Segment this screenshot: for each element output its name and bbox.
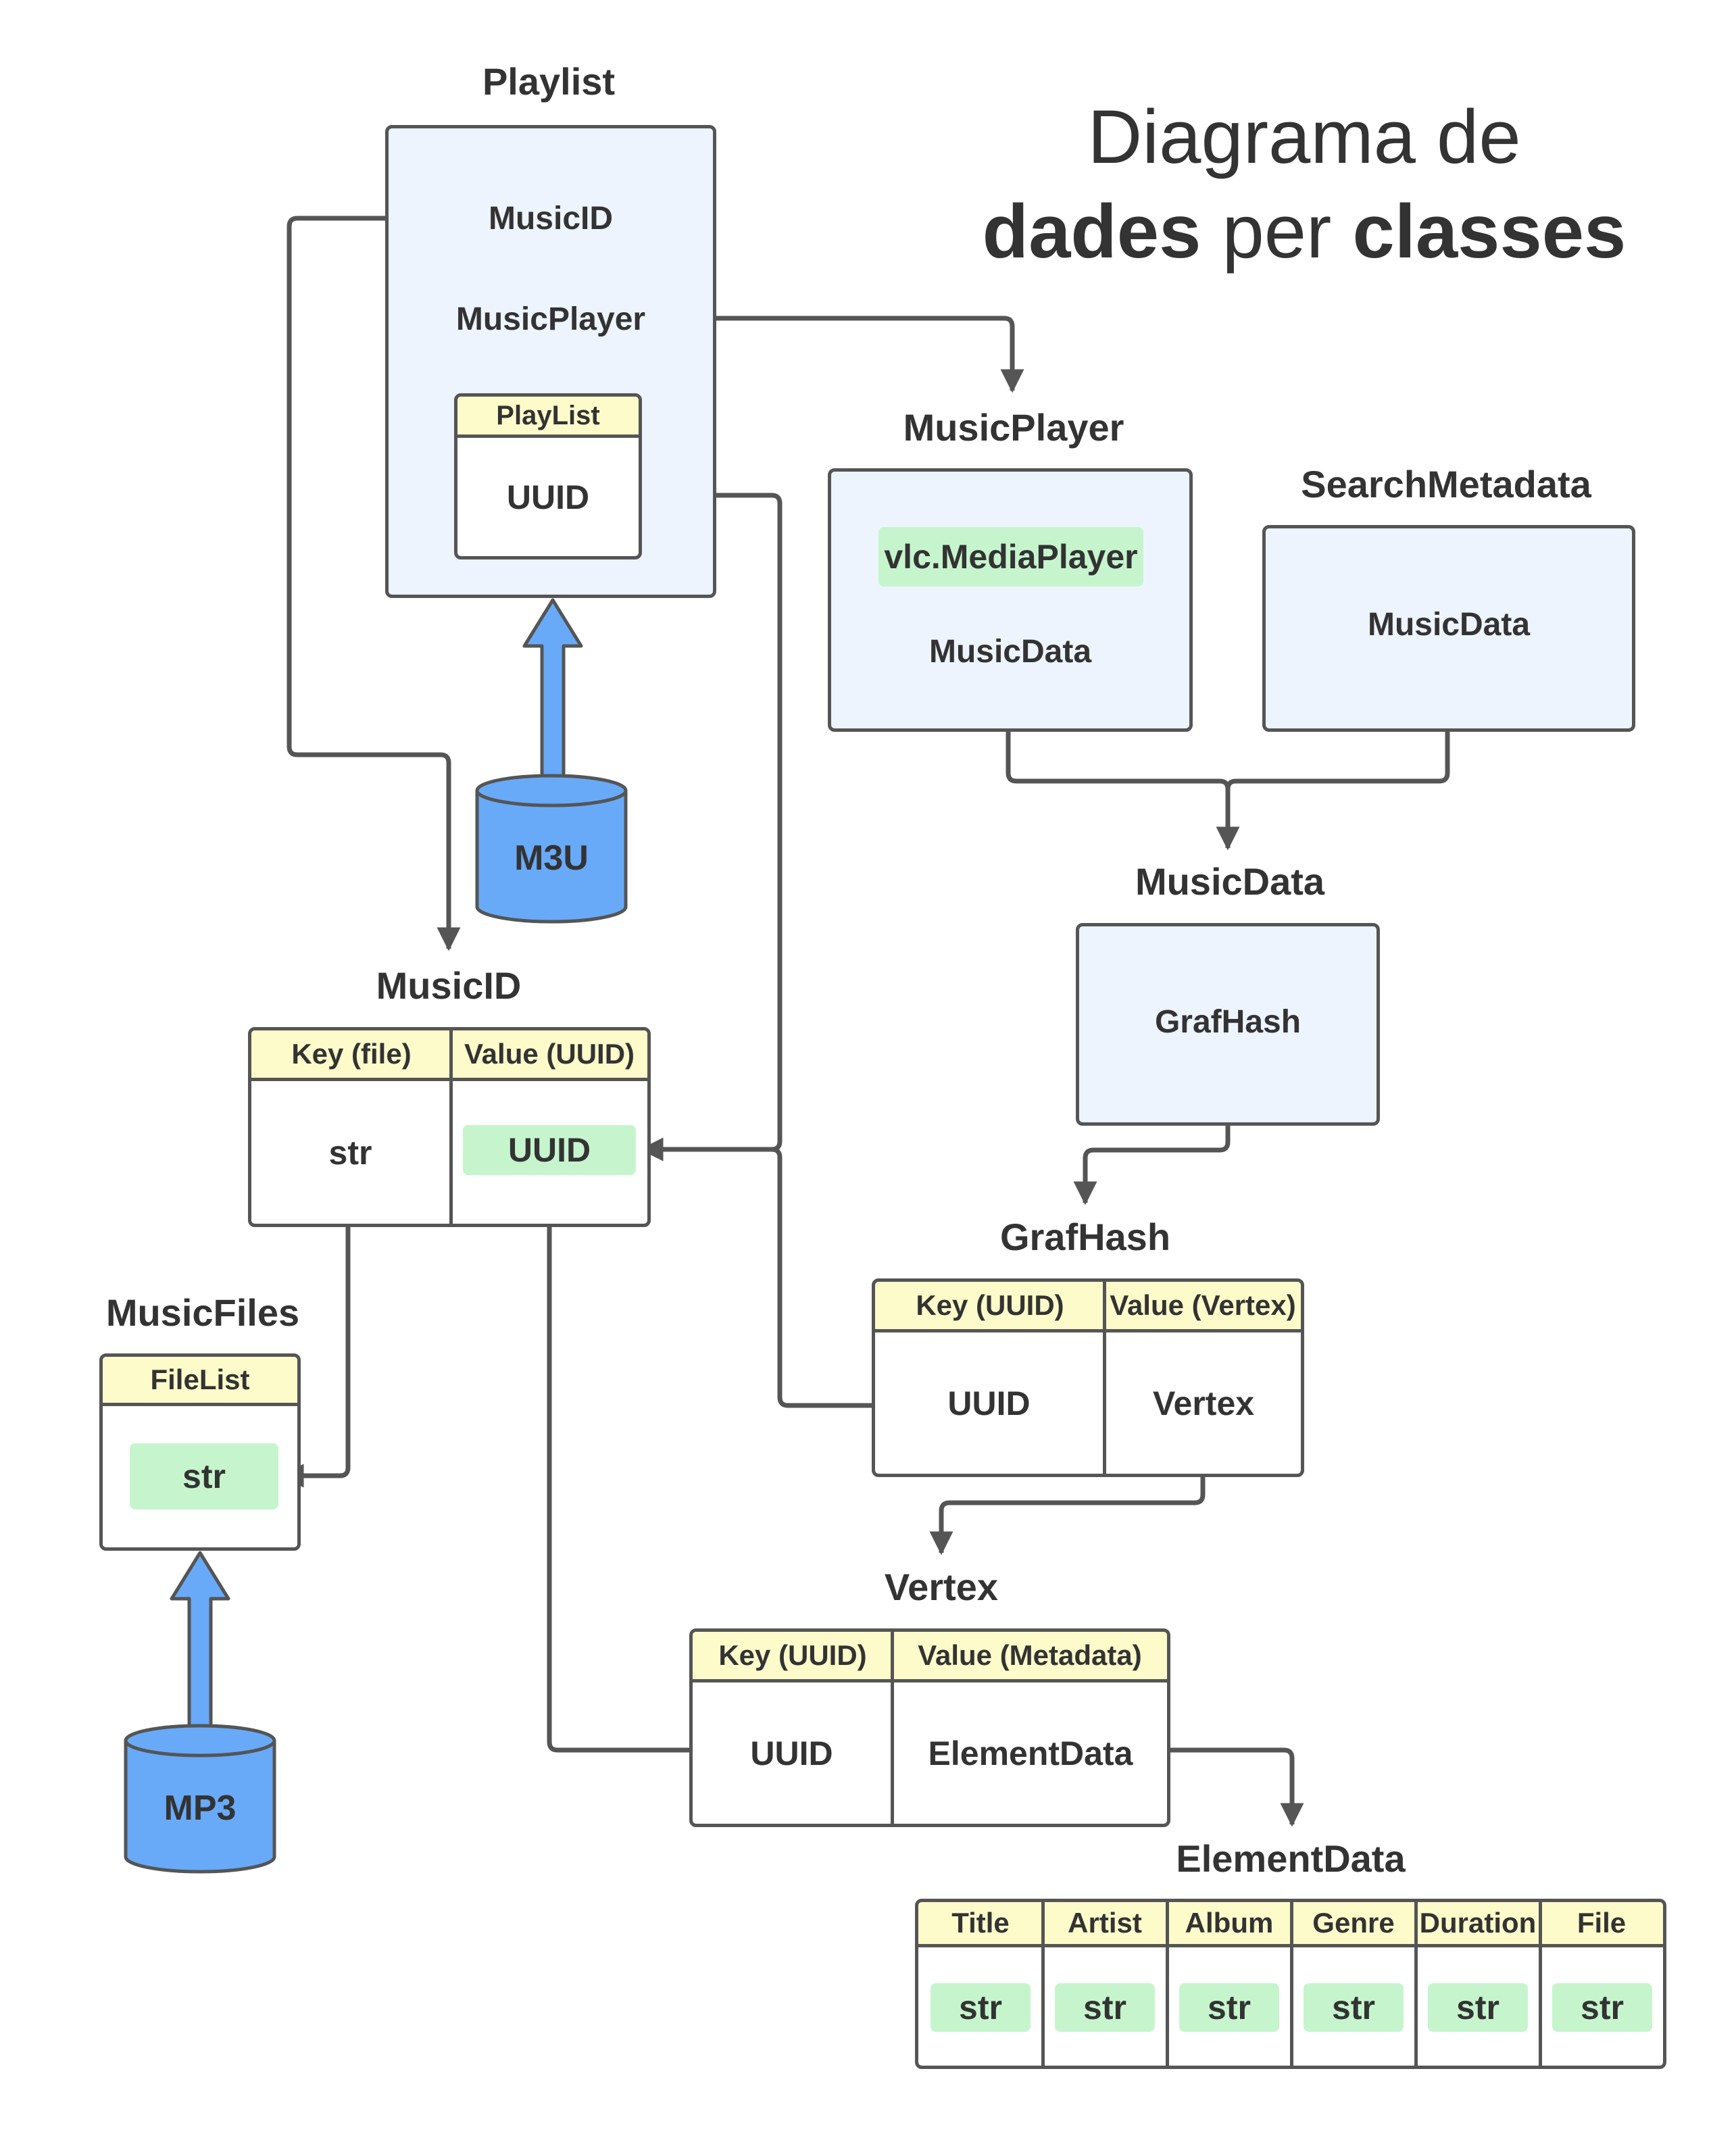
playlist-caption: Playlist	[482, 60, 616, 103]
musicplayer-field-musicdata: MusicData	[928, 634, 1092, 670]
edge-playlist-musicid	[287, 216, 461, 951]
edge-musicid-musicfiles	[280, 1178, 351, 1488]
playlist-field-musicid: MusicID	[488, 201, 614, 236]
vertex-table: Key (UUID) Value (Metadata) UUID Element…	[689, 1628, 1170, 1827]
musicid-key-header: Key (file)	[291, 1038, 412, 1070]
elementdata-genre-type: str	[1304, 1983, 1404, 2032]
elementdata-duration-type: str	[1428, 1983, 1528, 2032]
elementdata-header-genre: Genre	[1312, 1907, 1395, 1939]
grafhash-value-header: Value (Vertex)	[1110, 1289, 1296, 1321]
grafhash-value-cell: Vertex	[1152, 1384, 1255, 1422]
title-bold-dades: dades	[982, 189, 1201, 274]
vertex-key-header: Key (UUID)	[718, 1639, 867, 1671]
title-bold-classes: classes	[1352, 189, 1627, 274]
mp3-label: MP3	[164, 1789, 237, 1828]
searchmetadata-field-musicdata: MusicData	[1367, 607, 1531, 643]
elementdata-artist-type: str	[1055, 1983, 1155, 2032]
playlist-inner-table: PlayList UUID	[454, 393, 642, 559]
vertex-key-cell: UUID	[750, 1734, 833, 1772]
elementdata-header-title: Title	[951, 1907, 1010, 1939]
edge-musicdata-grafhash	[1073, 1054, 1231, 1205]
musicid-value-type: UUID	[463, 1125, 636, 1175]
musicfiles-caption: MusicFiles	[105, 1291, 300, 1334]
playlist-field-musicplayer: MusicPlayer	[455, 301, 646, 337]
edge-vertex-elementdata	[1160, 1747, 1304, 1827]
edge-vertex-musicid	[537, 1176, 706, 1753]
grafhash-key-header: Key (UUID)	[916, 1289, 1064, 1321]
mp3-load-arrow	[170, 1551, 230, 1732]
grafhash-caption: GrafHash	[999, 1216, 1171, 1258]
mp3-database	[124, 1724, 276, 1874]
musicplayer-caption: MusicPlayer	[903, 406, 1124, 449]
edge-grafhash-uuid-musicid	[771, 1147, 902, 1408]
musicfiles-value-type: str	[130, 1443, 278, 1510]
diagram-title-line1: Diagrama de	[1087, 95, 1521, 179]
musicid-caption: MusicID	[376, 964, 522, 1007]
elementdata-file-type: str	[1552, 1983, 1652, 2032]
title-per: per	[1201, 189, 1353, 274]
grafhash-key-cell: UUID	[947, 1384, 1031, 1422]
searchmetadata-caption: SearchMetadata	[1301, 463, 1591, 505]
musicplayer-vlc-type: vlc.MediaPlayer	[878, 527, 1143, 587]
edge-playlist-musicplayer	[688, 316, 1024, 393]
musicid-value-header: Value (UUID)	[464, 1038, 635, 1070]
vertex-caption: Vertex	[884, 1566, 999, 1608]
vertex-value-cell: ElementData	[928, 1734, 1133, 1772]
musicfiles-header: FileList	[150, 1364, 250, 1395]
m3u-label: M3U	[514, 839, 589, 878]
musicplayer-class-box	[828, 468, 1193, 732]
edge-searchmetadata-musicdata	[1225, 662, 1450, 790]
musicid-key-cell: str	[328, 1133, 372, 1172]
elementdata-title-type: str	[931, 1983, 1031, 2032]
elementdata-header-album: Album	[1185, 1907, 1274, 1939]
playlist-inner-value: UUID	[506, 478, 590, 516]
musicdata-caption: MusicData	[1135, 860, 1325, 903]
musicdata-class-box	[1076, 923, 1380, 1126]
elementdata-album-type: str	[1179, 1983, 1279, 2032]
elementdata-header-duration: Duration	[1419, 1907, 1537, 1939]
edge-grafhash-vertex	[929, 1429, 1206, 1555]
elementdata-header-file: File	[1577, 1907, 1627, 1939]
searchmetadata-class-box	[1262, 525, 1635, 732]
m3u-load-arrow	[522, 598, 583, 780]
grafhash-table: Key (UUID) Value (Vertex) UUID Vertex	[872, 1278, 1304, 1477]
elementdata-header-artist: Artist	[1068, 1907, 1142, 1939]
musicdata-field-grafhash: GrafHash	[1154, 1004, 1301, 1040]
vertex-value-header: Value (Metadata)	[918, 1639, 1142, 1671]
playlist-inner-header: PlayList	[496, 400, 600, 430]
elementdata-table: Title Artist Album Genre Duration File s…	[915, 1899, 1666, 2069]
diagram-title-line2: dades per classes	[899, 188, 1710, 275]
elementdata-caption: ElementData	[1176, 1837, 1406, 1880]
m3u-database	[475, 774, 628, 924]
